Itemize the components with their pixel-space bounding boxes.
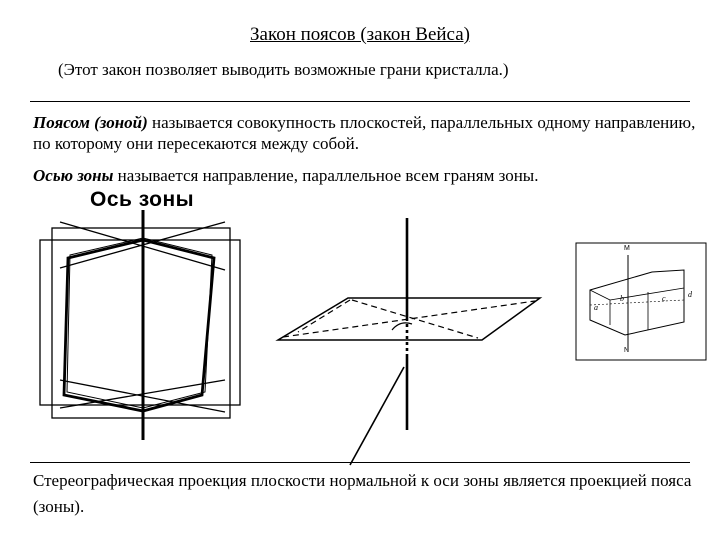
definition-zone-term: Поясом (зоной): [33, 113, 148, 132]
plane-edge-left-dashed: [297, 299, 351, 333]
page-title: Закон поясов (закон Вейса): [250, 24, 470, 45]
normal-plane-figure: [275, 218, 543, 466]
crystal-label-n: N: [624, 347, 630, 354]
zone-planes-figure: [39, 210, 241, 440]
crystal-label-b: b: [620, 294, 624, 303]
crystal-edge-2: [609, 287, 685, 301]
plane-diagonal-2: [351, 299, 479, 339]
crystal-label-d: d: [688, 290, 692, 299]
crystal-label-a: a: [594, 303, 598, 312]
crystal-label-m: M: [624, 245, 630, 252]
plane-hexagon-inner: [66, 237, 213, 409]
subtitle: (Этот закон позволяет выводить возможные…: [58, 60, 509, 79]
crystal-label-c: c: [662, 294, 666, 303]
definition-axis: Осью зоны называется направление, паралл…: [33, 165, 703, 186]
normal-plane-parallelogram: [275, 297, 543, 341]
zone-axis-label: Ось зоны: [90, 188, 195, 211]
definition-zone: Поясом (зоной) называется совокупность п…: [33, 112, 703, 154]
plane-rect-inner: [51, 227, 231, 419]
divider-bottom: [30, 462, 690, 463]
definition-axis-term: Осью зоны: [33, 166, 114, 185]
definition-zone-text: называется совокупность плоскостей, пара…: [33, 113, 696, 153]
divider-top: [30, 101, 690, 102]
plane-diagonal-1: [282, 300, 536, 338]
crystal-frame: [575, 242, 707, 361]
crystal-outline: [589, 269, 685, 336]
crystal-edge-1: [589, 289, 611, 301]
crystal-figure: [575, 242, 707, 361]
crystal-hidden-edge: [589, 299, 685, 306]
definition-axis-text: называется направление, параллельное все…: [113, 166, 539, 185]
angle-arc: [391, 322, 413, 331]
caption-pointer-line: [349, 366, 405, 466]
caption-text: Стереографическая проекция плоскости нор…: [33, 471, 692, 516]
